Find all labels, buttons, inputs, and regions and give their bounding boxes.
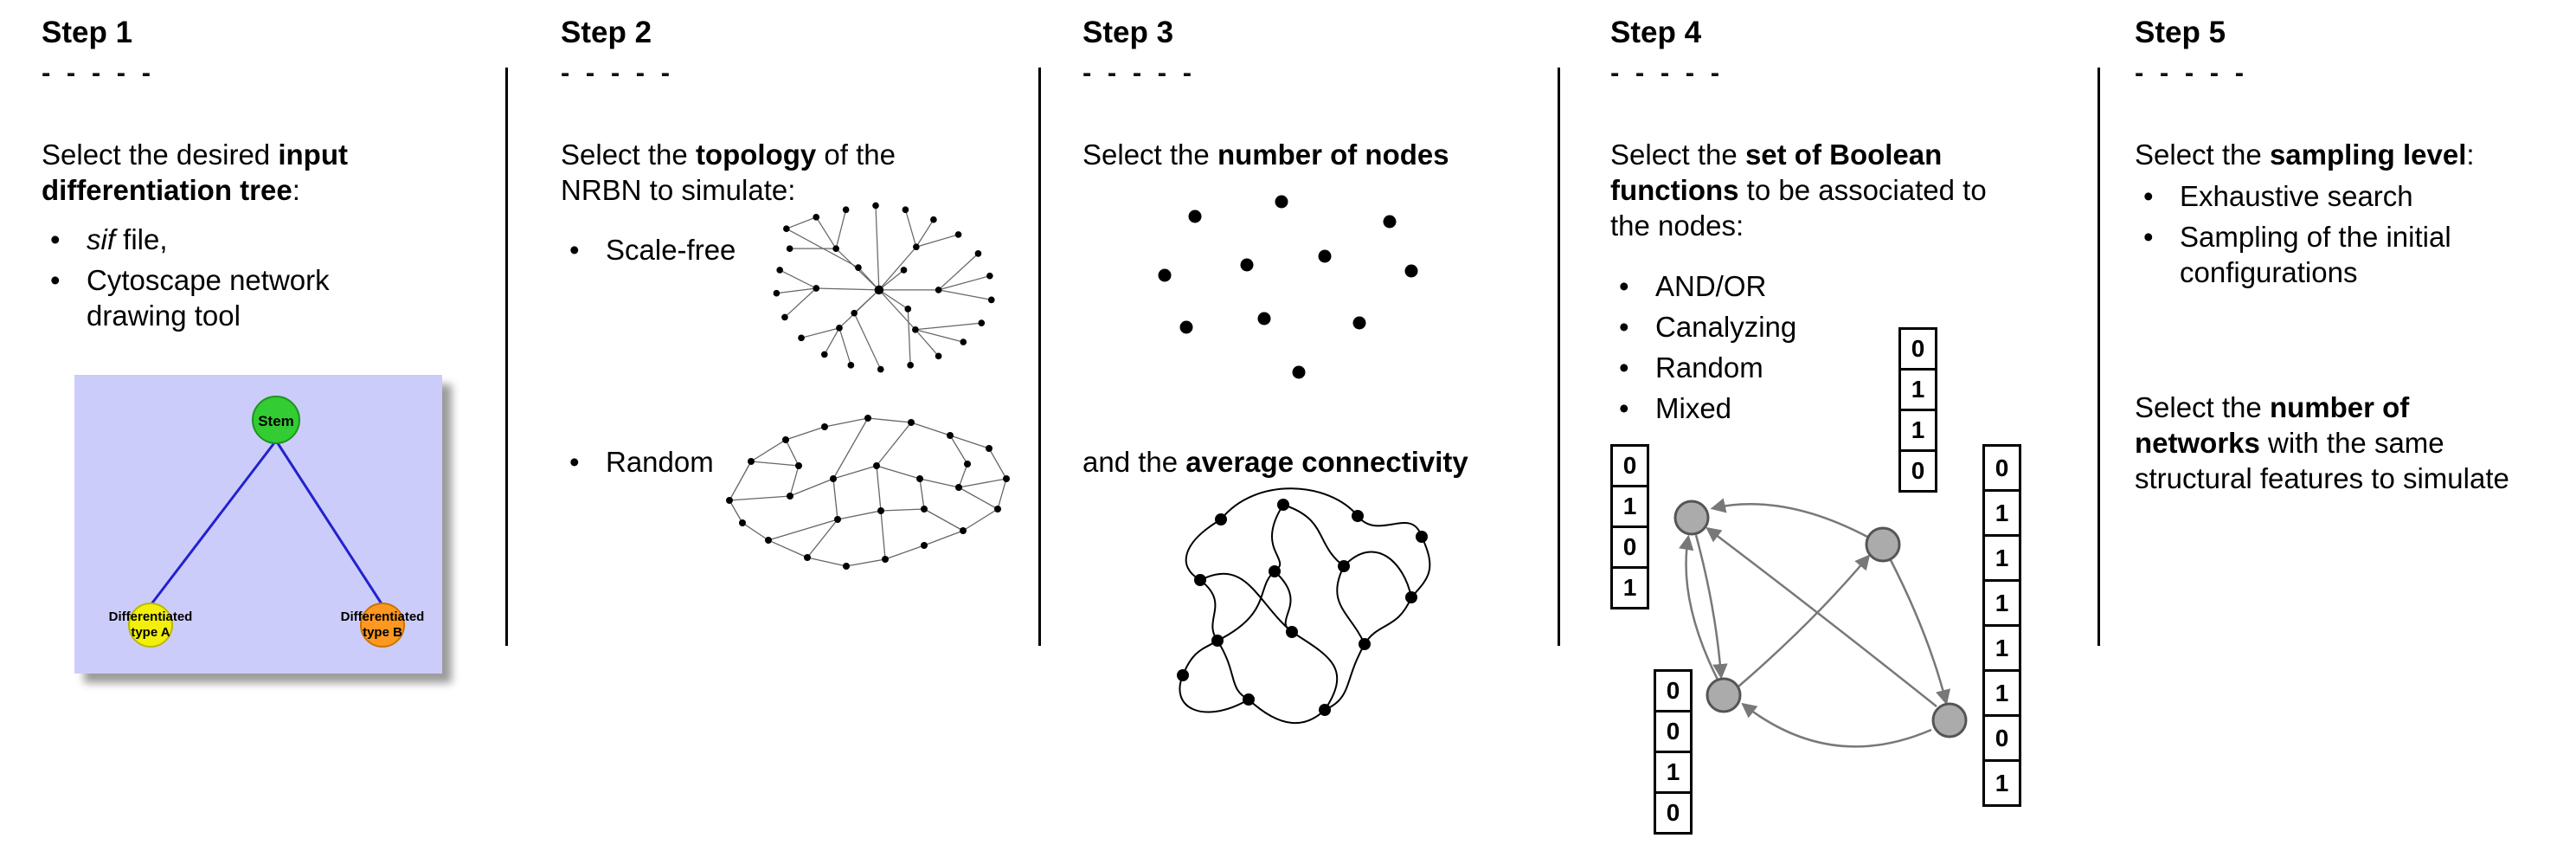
step3-instruction-nodes: Select the number of nodes (1082, 139, 1449, 171)
truth-table-right: 0 1 1 1 1 1 0 1 (1982, 444, 2021, 807)
step1-options-list: sif file, Cytoscape network drawing tool (42, 222, 405, 338)
random-nodes (726, 415, 1010, 570)
truth-table-cell: 1 (1610, 566, 1649, 609)
truth-table-cell: 1 (1982, 489, 2021, 537)
boolean-node-b (1865, 526, 1901, 563)
truth-table-cell: 1 (1982, 579, 2021, 627)
column-divider-3 (1558, 68, 1560, 646)
scattered-nodes-image (1158, 195, 1418, 379)
step1-option-cytoscape: Cytoscape network drawing tool (42, 262, 405, 333)
truth-table-cell: 1 (1982, 624, 2021, 672)
scale-free-nodes (773, 202, 995, 373)
truth-table-cell: 0 (1654, 791, 1693, 835)
random-network-image (726, 415, 1010, 570)
type-a-node (128, 603, 173, 648)
truth-table-cell: 0 (1898, 327, 1937, 371)
truth-table-cell: 0 (1982, 444, 2021, 492)
step5-option-sampling: Sampling of the initial configurations (2135, 219, 2507, 290)
step1-title: Step 1 (42, 16, 133, 49)
column-divider-4 (2097, 68, 2100, 646)
random-edges (729, 417, 1007, 567)
type-b-node (360, 603, 405, 648)
step4-option-random: Random (1610, 350, 1896, 385)
step3-title: Step 3 (1082, 16, 1174, 49)
tangled-nodes (1177, 499, 1428, 716)
step5-option-exhaustive: Exhaustive search (2135, 178, 2507, 214)
step5-instruction-sampling: Select the sampling level: (2135, 139, 2475, 171)
scale-free-network-image (773, 202, 995, 373)
step2-option-random: Random (561, 444, 714, 480)
truth-table-cell: 0 (1654, 669, 1693, 712)
boolean-network-arrows (1679, 498, 1950, 748)
truth-table-cell: 0 (1610, 444, 1649, 487)
stem-node-label: Stem (258, 413, 294, 429)
truth-table-cell: 0 (1898, 449, 1937, 493)
truth-table-cell: 1 (1982, 534, 2021, 582)
column-divider-2 (1038, 68, 1041, 646)
truth-table-cell: 0 (1610, 525, 1649, 569)
step4-title: Step 4 (1610, 16, 1702, 49)
truth-table-cell: 1 (1982, 759, 2021, 807)
step3-dashed-rule: - - - - - (1082, 57, 1197, 87)
boolean-network-svg (1673, 498, 1968, 748)
boolean-network-nodes (1673, 500, 1968, 738)
step2-title: Step 2 (561, 16, 652, 49)
type-b-label-line1: Differentiated (341, 609, 425, 624)
type-b-label-line2: type B (363, 625, 402, 640)
boolean-node-d (1931, 702, 1968, 738)
truth-table-cell: 0 (1982, 714, 2021, 762)
step5-title: Step 5 (2135, 16, 2226, 49)
tree-edges (149, 440, 384, 606)
truth-table-bottom-left: 0 0 1 0 (1654, 669, 1693, 835)
step4-option-mixed: Mixed (1610, 390, 1896, 426)
step4-dashed-rule: - - - - - (1610, 57, 1725, 87)
tangled-edges (1179, 487, 1431, 725)
differentiation-tree-figure: Stem Differentiated type A Differentiate… (74, 375, 442, 674)
step4-option-canalyzing: Canalyzing (1610, 309, 1896, 345)
step4-function-list: AND/OR Canalyzing Random Mixed (1610, 268, 1896, 431)
truth-table-top: 0 1 1 0 (1898, 327, 1937, 493)
scattered-dots (1158, 195, 1418, 379)
differentiation-tree-svg: Stem Differentiated type A Differentiate… (74, 375, 442, 674)
column-divider-1 (505, 68, 508, 646)
step3-instruction-connectivity: and the average connectivity (1082, 446, 1468, 478)
type-a-label-line1: Differentiated (109, 609, 193, 624)
truth-table-cell: 1 (1610, 485, 1649, 528)
step5-sampling-list: Exhaustive search Sampling of the initia… (2135, 178, 2507, 295)
step4-option-andor: AND/OR (1610, 268, 1896, 304)
truth-table-cell: 1 (1654, 751, 1693, 794)
truth-table-cell: 1 (1898, 368, 1937, 411)
type-a-label-line2: type A (131, 625, 170, 640)
scale-free-edges (776, 205, 992, 370)
truth-table-cell: 1 (1982, 669, 2021, 717)
connected-network-image (1177, 487, 1431, 725)
step2-option-scale-free: Scale-free (561, 232, 736, 268)
boolean-node-a (1673, 500, 1710, 536)
step2-dashed-rule: - - - - - (561, 57, 675, 87)
boolean-node-c (1706, 677, 1742, 713)
boolean-network-diagram: 0 1 1 0 0 1 0 1 0 0 1 0 0 1 1 1 1 1 0 1 (1610, 323, 2082, 851)
step1-dashed-rule: - - - - - (42, 57, 156, 87)
truth-table-left: 0 1 0 1 (1610, 444, 1649, 609)
truth-table-cell: 1 (1898, 409, 1937, 452)
stem-node (252, 396, 300, 444)
step1-option-sif: sif file, (42, 222, 405, 257)
truth-table-cell: 0 (1654, 710, 1693, 753)
step5-dashed-rule: - - - - - (2135, 57, 2249, 87)
